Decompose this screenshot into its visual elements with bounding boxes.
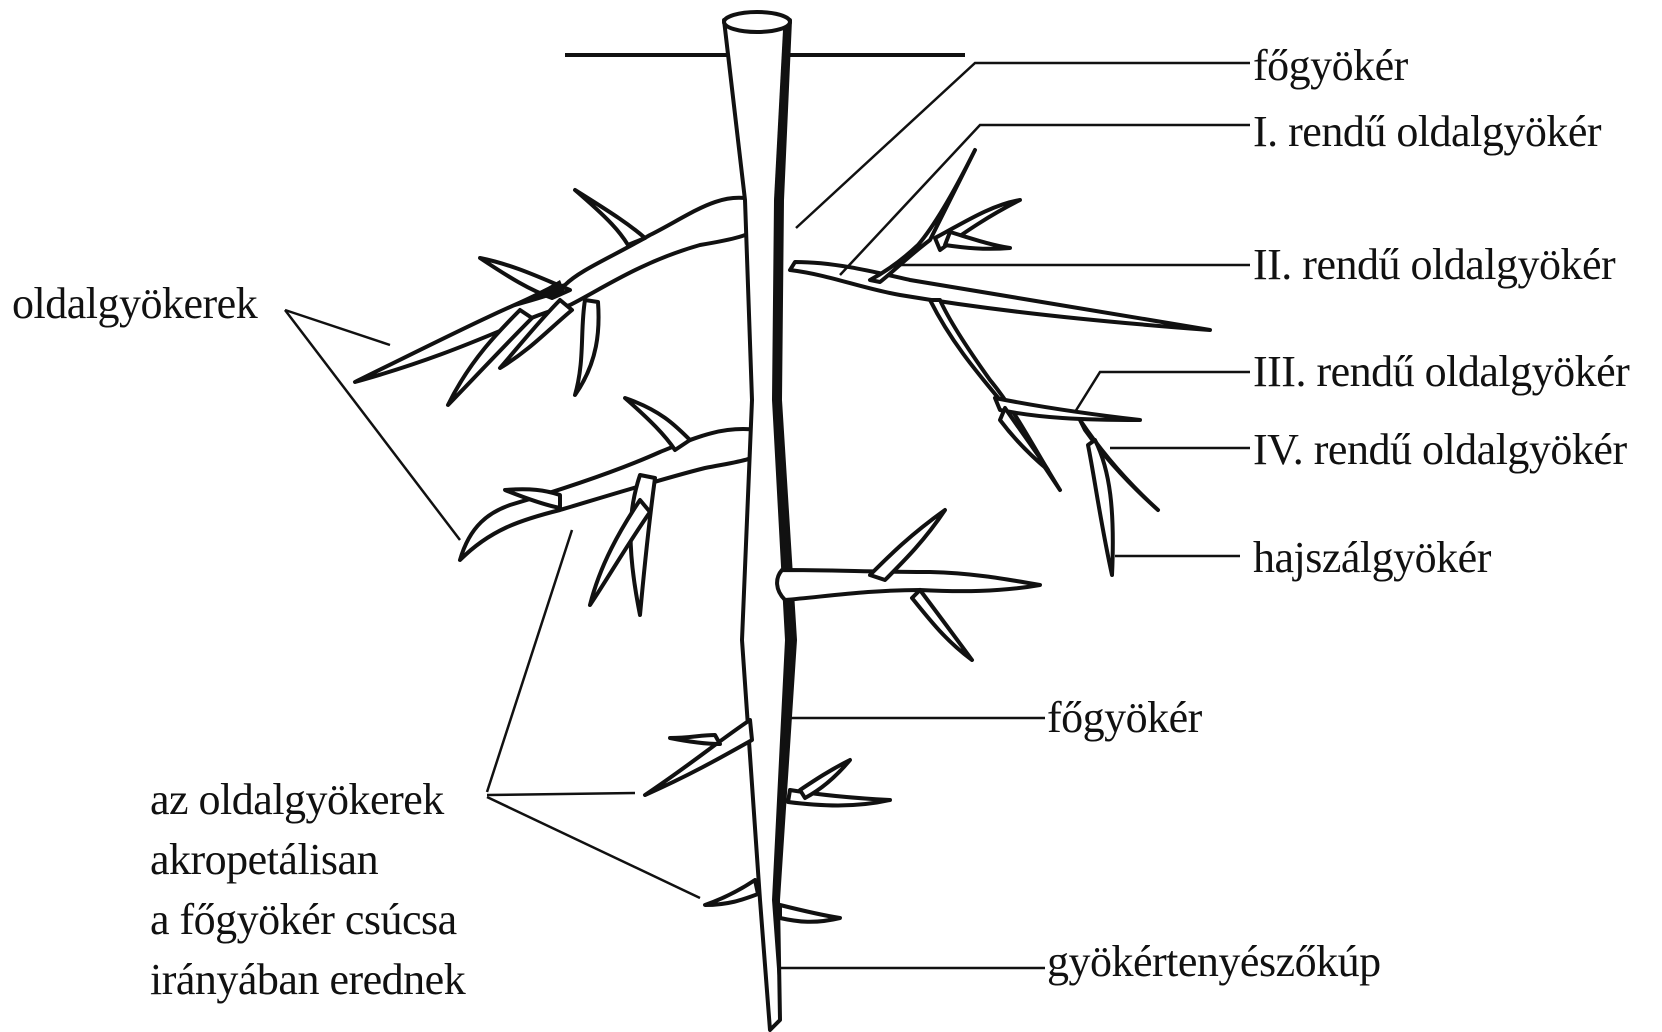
note-line-4: irányában erednek: [150, 950, 465, 1010]
label-negyedrendu: IV. rendű oldalgyökér: [1253, 428, 1627, 472]
leader-note-upper: [487, 530, 572, 792]
lateral-root-left-upper: [355, 190, 760, 405]
note-line-2: akropetálisan: [150, 830, 465, 890]
label-hajszalgyoker: hajszálgyökér: [1253, 536, 1491, 580]
lateral-root-left-bottom: [645, 720, 758, 905]
lateral-root-right-middle: [777, 510, 1040, 660]
lateral-root-left-lower: [460, 398, 760, 615]
label-gyokertenyeszokup: gyökértenyészőkúp: [1047, 940, 1381, 984]
main-root: [724, 12, 795, 1030]
label-fogyoker-mid: főgyökér: [1047, 696, 1202, 740]
leader-harmadrendu: [1075, 372, 1250, 412]
note-line-1: az oldalgyökerek: [150, 770, 465, 830]
leader-note-mid: [487, 793, 635, 795]
main-root-cut-top: [724, 12, 790, 32]
leader-note-lower: [487, 797, 700, 898]
label-masodrendu: II. rendű oldalgyökér: [1253, 243, 1615, 287]
note-acropetal: az oldalgyökerek akropetálisan a főgyöké…: [150, 770, 465, 1010]
label-oldalgyokerek: oldalgyökerek: [12, 282, 257, 326]
label-harmadrendu: III. rendű oldalgyökér: [1253, 350, 1629, 394]
leader-elsorendu: [840, 125, 1250, 275]
leader-oldalgyokerek-upper: [285, 310, 390, 345]
note-line-3: a főgyökér csúcsa: [150, 890, 465, 950]
leader-fogyoker-top: [796, 63, 1250, 228]
lateral-root-right-lower: [780, 760, 890, 922]
lateral-root-right-upper: [790, 150, 1210, 575]
label-elsorendu: I. rendű oldalgyökér: [1253, 110, 1601, 154]
label-fogyoker-top: főgyökér: [1253, 44, 1408, 88]
